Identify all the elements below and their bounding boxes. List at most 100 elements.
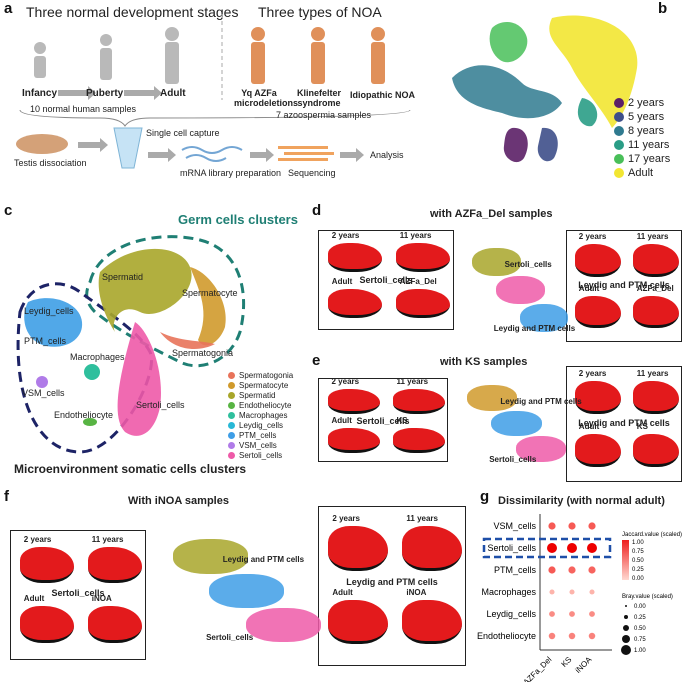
panel_e-left-center-label: Sertoli_cells <box>356 415 410 426</box>
dissimilarity-dot <box>567 543 577 553</box>
panel_d-right-sample-label: Adult <box>578 283 600 293</box>
dissimilarity-dot <box>587 543 597 553</box>
testis-icon <box>16 134 68 154</box>
c-legend-label: Spermatocyte <box>239 380 289 390</box>
c-legend-label: Spermatogonia <box>239 370 294 380</box>
panel_d-right-feature-plot <box>632 295 680 329</box>
panel-g-title: Dissimilarity (with normal adult) <box>498 495 665 507</box>
column-label: KS <box>560 655 574 669</box>
workflow-step-analysis: Analysis <box>370 150 404 160</box>
bray-legend-tick: 0.50 <box>634 626 646 632</box>
b-legend-item: 5 years <box>614 110 670 124</box>
column-label: AZFa_Del <box>522 655 554 682</box>
bray-legend-tick: 0.00 <box>634 604 646 610</box>
bray-legend-title: Bray.value (scaled) <box>622 594 673 600</box>
panel_e-left-sample-label: Adult <box>331 415 352 425</box>
b-legend-item: 8 years <box>614 124 670 138</box>
workflow-step-sequencing: Sequencing <box>288 168 336 178</box>
single-cell-tube-icon <box>113 127 143 169</box>
panel_e-left-sample-label: KS <box>396 415 408 425</box>
panel_e-mid-label: Sertoli_cells <box>489 454 537 464</box>
label-vsm: VSM_cells <box>22 388 65 398</box>
normal-samples-label: 10 normal human samples <box>30 104 137 114</box>
panel_e-right-sample-label: Adult <box>578 422 600 432</box>
panel-e-title: with KS samples <box>440 356 528 368</box>
dissimilarity-dot <box>547 543 557 553</box>
panel_d-left-center-label: Sertoli_cells <box>359 275 413 285</box>
workflow-step-dissociation: Testis dissociation <box>14 158 87 168</box>
b-legend-swatch <box>614 126 624 136</box>
c-legend-item: Spermatogonia <box>228 370 293 380</box>
workflow-arrow <box>250 148 274 162</box>
dissimilarity-dot <box>548 632 556 640</box>
c-legend-swatch <box>228 411 235 419</box>
jaccard-legend-tick: 0.00 <box>632 576 644 582</box>
panel-label-e: e <box>312 352 321 369</box>
panel_e-mid-label: Leydig and PTM cells <box>500 396 582 406</box>
label-spermatid: Spermatid <box>102 272 144 282</box>
row-label: PTM_cells <box>494 565 537 575</box>
c-legend-swatch <box>228 451 235 459</box>
panel_f-right-sample-label: 11 years <box>406 514 438 524</box>
spermatogonia-cluster <box>160 332 215 349</box>
panel_d-mid-label: Leydig and PTM cells <box>493 324 576 334</box>
azfa-figure-icon <box>251 27 265 84</box>
b-legend-label: 2 years <box>628 97 665 109</box>
panel_e-left-feature-plot <box>392 427 445 453</box>
c-legend-swatch <box>228 401 235 409</box>
panel_e-right-feature-plot <box>574 380 622 415</box>
panel-label-b: b <box>658 0 668 17</box>
panel_f-mid-cluster <box>209 573 285 608</box>
panel_f-left-sample-label: iNOA <box>91 594 112 604</box>
sample-brace <box>19 109 411 127</box>
panel_f-left-feature-plot <box>87 606 143 644</box>
c-legend-item: Spermatid <box>228 390 293 400</box>
sequencing-icon <box>278 146 334 161</box>
panel-label-c: c <box>4 202 13 219</box>
umap-8-years-cluster <box>452 65 562 119</box>
spermatid-cluster <box>98 248 192 332</box>
bray-legend-dot <box>623 625 629 631</box>
label-sertoli: Sertoli_cells <box>136 400 185 410</box>
umap-11-years-cluster <box>577 98 598 127</box>
dissimilarity-dot <box>568 522 576 530</box>
leydig-ptm-cluster <box>24 298 83 347</box>
c-legend-item: Sertoli_cells <box>228 450 293 460</box>
panel_e-mid-cluster <box>516 436 567 462</box>
b-legend-label: 8 years <box>628 125 665 137</box>
panel_e-left-feature-plot <box>327 389 380 414</box>
umap-17-years-cluster <box>489 22 528 63</box>
umap-2-years-cluster <box>503 127 528 163</box>
panel_f-left-feature-plot <box>19 606 75 644</box>
row-label: VSM_cells <box>493 521 536 531</box>
panel_e-right-feature-plot <box>632 434 680 468</box>
row-label: Endotheliocyte <box>477 631 536 641</box>
dissimilarity-dot <box>568 566 576 574</box>
germ-cells-title: Germ cells clusters <box>178 212 298 227</box>
stage-puberty: Puberty <box>86 88 124 99</box>
panel_e-right-sample-label: 2 years <box>578 368 607 378</box>
b-legend-swatch <box>614 168 624 178</box>
panel_e-left-feature-plot <box>327 427 380 453</box>
panel-label-f: f <box>4 488 9 505</box>
panel_d-right-sample-label: 2 years <box>578 232 607 242</box>
bray-legend-tick: 0.25 <box>634 615 646 621</box>
panel-a-diagram <box>16 14 411 169</box>
row-label: Sertoli_cells <box>487 543 536 553</box>
panel_f-mid-label: Sertoli_cells <box>206 632 254 642</box>
panel_e-right-feature-plot <box>574 434 622 468</box>
b-legend-swatch <box>614 154 624 164</box>
c-legend-item: PTM_cells <box>228 430 293 440</box>
jaccard-colorbar <box>622 540 629 580</box>
workflow-arrow <box>78 138 108 152</box>
sertoli-cluster <box>117 322 161 436</box>
panel_d-left-sample-label: AZFa_Del <box>399 277 437 286</box>
spermatocyte-cluster <box>190 267 226 346</box>
panel_d-left-feature-plot <box>327 289 383 318</box>
jaccard-legend-tick: 0.25 <box>632 567 644 573</box>
panel_f-left-feature-plot <box>87 546 143 584</box>
c-legend-label: Spermatid <box>239 390 276 400</box>
